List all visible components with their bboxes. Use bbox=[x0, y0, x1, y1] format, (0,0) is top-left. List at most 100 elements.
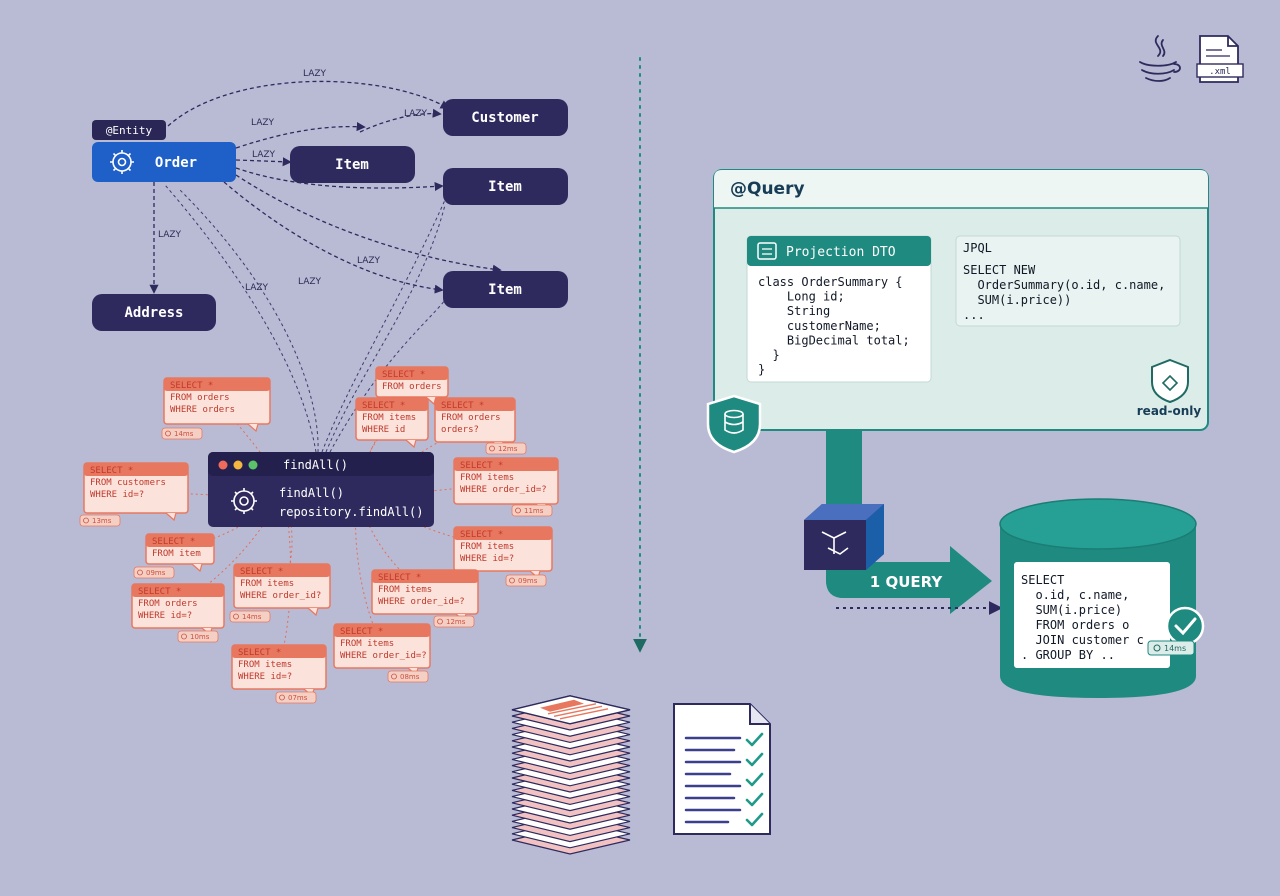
sql-timing-badge: 12ms bbox=[485, 442, 527, 455]
sql-line: WHERE id bbox=[362, 425, 405, 435]
lazy-labels: LAZY LAZY LAZY LAZY LAZY LAZY LAZY LAZY bbox=[158, 69, 428, 293]
customer-entity-node[interactable]: Customer bbox=[443, 99, 568, 136]
sql-line: WHERE id=? bbox=[238, 672, 292, 682]
checklist-document-icon bbox=[673, 703, 771, 835]
xml-label: .xml bbox=[1209, 67, 1231, 77]
sql-line: WHERE orders bbox=[170, 405, 235, 415]
minimize-dot bbox=[233, 460, 243, 470]
item-label: Item bbox=[488, 179, 522, 195]
query-title: @Query bbox=[730, 179, 805, 199]
sql-line: SELECT * bbox=[152, 537, 195, 547]
sql-ms: 11ms bbox=[524, 507, 544, 515]
sql-line: WHERE order_id=? bbox=[340, 651, 427, 661]
sql-line: FROM orders bbox=[138, 599, 198, 609]
sql-line: SELECT * bbox=[240, 567, 283, 577]
customer-label: Customer bbox=[471, 110, 538, 126]
timing-badge: 14ms bbox=[1147, 640, 1195, 656]
gear-icon bbox=[231, 488, 257, 514]
sql-line: SELECT * bbox=[441, 401, 484, 411]
address-entity-node[interactable]: Address bbox=[92, 294, 216, 331]
sql-line: WHERE id=? bbox=[90, 490, 144, 500]
lazy-label: LAZY bbox=[298, 277, 322, 287]
java-icon bbox=[1139, 35, 1181, 82]
maximize-dot bbox=[248, 460, 258, 470]
address-label: Address bbox=[124, 305, 183, 321]
findall-title: findAll() bbox=[283, 458, 348, 472]
sql-line: SELECT * bbox=[170, 381, 213, 391]
sql-timing-badge: 09ms bbox=[133, 566, 175, 579]
jpql-card: JPQL SELECT NEW OrderSummary(o.id, c.nam… bbox=[955, 235, 1181, 327]
code-line: BigDecimal total; bbox=[758, 333, 910, 347]
jpql-code: SELECT NEW OrderSummary(o.id, c.name, SU… bbox=[963, 263, 1165, 322]
findall-line: repository.findAll() bbox=[279, 505, 424, 519]
code-line: } bbox=[758, 363, 765, 377]
projection-dto-card: Projection DTO class OrderSummary { Long… bbox=[746, 235, 932, 383]
sql-ms: 12ms bbox=[446, 618, 466, 626]
code-line: . GROUP BY .. bbox=[1021, 648, 1115, 662]
sql-line: WHERE order_id=? bbox=[378, 597, 465, 607]
sql-line: FROM items bbox=[362, 413, 416, 423]
sql-bubble: SELECT *FROM item bbox=[145, 533, 215, 573]
order-entity-node[interactable]: Order bbox=[92, 142, 236, 182]
sql-ms: 09ms bbox=[146, 569, 166, 577]
sql-line: FROM orders bbox=[170, 393, 230, 403]
jpql-title: JPQL bbox=[963, 241, 992, 255]
sql-line: WHERE id=? bbox=[138, 611, 192, 621]
one-query-label: 1 QUERY bbox=[870, 573, 944, 591]
sql-line: FROM customers bbox=[90, 478, 166, 488]
order-label: Order bbox=[155, 155, 197, 171]
lazy-label: LAZY bbox=[357, 256, 381, 266]
item-entity-node[interactable]: Item bbox=[443, 271, 568, 308]
sql-line: FROM orders bbox=[441, 413, 501, 423]
sql-line: WHERE id=? bbox=[460, 554, 514, 564]
code-line: SELECT bbox=[1021, 573, 1064, 587]
db-ms-label: 14ms bbox=[1164, 644, 1186, 653]
sql-line: FROM items bbox=[340, 639, 394, 649]
database-sql-code: SELECT o.id, c.name, SUM(i.price) FROM o… bbox=[1021, 573, 1173, 662]
item-entity-node[interactable]: Item bbox=[290, 146, 415, 183]
sql-line: SELECT * bbox=[138, 587, 181, 597]
lazy-edges bbox=[149, 80, 502, 294]
sql-ms: 14ms bbox=[174, 430, 194, 438]
sql-line: SELECT * bbox=[238, 648, 281, 658]
sql-timing-badge: 08ms bbox=[387, 670, 429, 683]
code-line: SELECT NEW bbox=[963, 263, 1036, 277]
sql-line: orders? bbox=[441, 425, 479, 435]
sql-line: SELECT * bbox=[90, 466, 133, 476]
code-line: OrderSummary(o.id, c.name, bbox=[963, 278, 1165, 292]
sql-ms: 13ms bbox=[92, 517, 112, 525]
code-line: class OrderSummary { bbox=[758, 275, 903, 289]
database-shield-icon bbox=[706, 394, 762, 454]
sql-line: SELECT * bbox=[460, 461, 503, 471]
item-entity-node[interactable]: Item bbox=[443, 168, 568, 205]
gear-icon bbox=[110, 150, 134, 174]
sql-ms: 08ms bbox=[400, 673, 420, 681]
code-line: SUM(i.price)) bbox=[963, 293, 1071, 307]
lazy-label: LAZY bbox=[252, 150, 276, 160]
sql-bubble: SELECT *FROM orders bbox=[375, 366, 449, 406]
sql-line: FROM items bbox=[378, 585, 432, 595]
sql-line: SELECT * bbox=[378, 573, 421, 583]
lazy-label: LAZY bbox=[245, 283, 269, 293]
item-label: Item bbox=[335, 157, 369, 173]
sql-timing-badge: 07ms bbox=[275, 691, 317, 704]
sql-line: FROM items bbox=[240, 579, 294, 589]
sql-line: WHERE order_id=? bbox=[460, 485, 547, 495]
sql-ms: 10ms bbox=[190, 633, 210, 641]
paper-stack-icon bbox=[511, 695, 631, 855]
findall-line: findAll() bbox=[279, 486, 344, 500]
projection-title: Projection DTO bbox=[786, 245, 896, 260]
sql-timing-badge: 14ms bbox=[229, 610, 271, 623]
lazy-label: LAZY bbox=[251, 118, 275, 128]
sql-line: SELECT * bbox=[362, 401, 405, 411]
findall-window[interactable]: findAll() findAll() repository.findAll() bbox=[208, 452, 434, 527]
